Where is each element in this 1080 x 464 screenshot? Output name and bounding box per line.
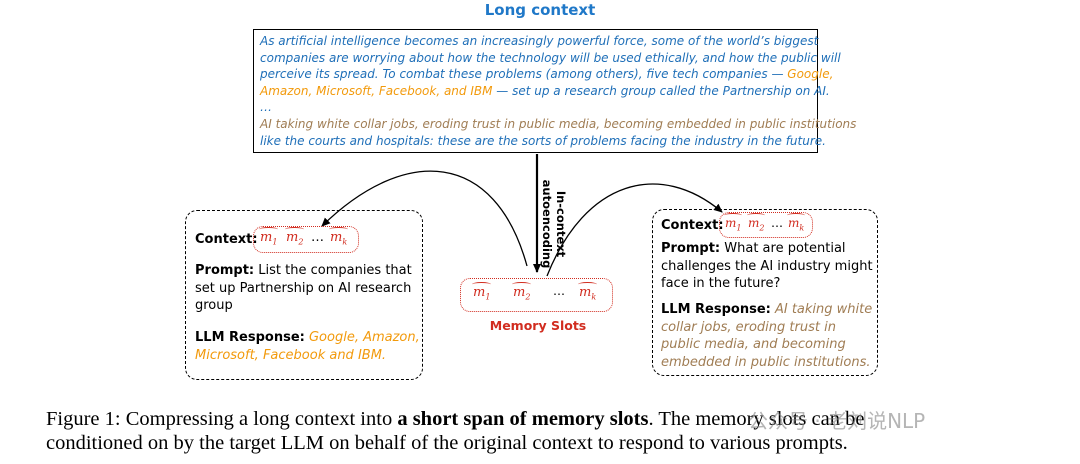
- long-context-box: As artificial intelligence becomes an in…: [253, 29, 856, 153]
- context-text: As artificial intelligence becomes an in…: [260, 34, 819, 48]
- response-text: public media, and becoming: [661, 337, 846, 352]
- left-context-tokens: m1 m2 … mk: [253, 226, 359, 253]
- left-curve-arrow: [321, 170, 528, 267]
- prompt-label: Prompt:: [661, 241, 721, 256]
- prompt-text: group: [195, 298, 233, 313]
- prompt-text: set up Partnership on AI research: [195, 280, 412, 296]
- ctx-token-k: mk: [786, 212, 806, 233]
- autoencoding-label-line2: autoencoding: [540, 179, 554, 269]
- caption-suffix: . The memory slots can be: [648, 408, 865, 430]
- context-text: like the courts and hospitals: these are…: [260, 133, 826, 148]
- ctx-token-2: m2: [746, 212, 767, 233]
- autoencoding-label: In-context autoencoding: [508, 170, 568, 270]
- response-text: Google, Amazon,: [304, 330, 420, 345]
- right-prompt-panel: [652, 209, 878, 376]
- right-context-label: Context:: [661, 218, 724, 233]
- left-context-label: Context:: [195, 232, 258, 247]
- context-line-3: perceive its spread. To combat these pro…: [260, 66, 833, 83]
- prompt-text: List the companies that: [254, 263, 412, 278]
- response-text: AI taking white: [770, 302, 873, 317]
- caption-prefix: Figure 1: Compressing a long context int…: [46, 408, 398, 430]
- memory-slots-pill: m1 m2 … mk: [460, 278, 613, 312]
- right-curve-arrow: [546, 183, 723, 277]
- context-text-highlight: Google,: [787, 67, 834, 82]
- context-line-2: companies are worrying about how the tec…: [260, 50, 841, 67]
- figure-caption: Figure 1: Compressing a long context int…: [46, 407, 1076, 455]
- prompt-label: Prompt:: [195, 263, 255, 278]
- memory-token-k: mk: [577, 282, 598, 302]
- response-label: LLM Response:: [195, 330, 305, 345]
- response-label: LLM Response:: [661, 302, 771, 317]
- ctx-token-1: m1: [723, 212, 744, 233]
- caption-bold: a short span of memory slots: [397, 408, 649, 430]
- autoencoding-label-line1: In-context: [554, 190, 568, 258]
- left-prompt: Prompt: List the companies that set up P…: [195, 262, 412, 315]
- caption-line-2: conditioned on by the target LLM on beha…: [46, 432, 848, 454]
- watermark: 公众号 · 老刘说NLP: [748, 409, 926, 433]
- prompt-text: What are potential: [720, 241, 846, 256]
- memory-ellipsis: …: [553, 284, 565, 298]
- prompt-text: challenges the AI industry might: [661, 258, 873, 274]
- context-line-1: As artificial intelligence becomes an in…: [260, 33, 818, 50]
- context-text: perceive its spread. To combat these pro…: [260, 67, 788, 82]
- left-prompt-panel: [185, 210, 423, 380]
- ctx-token-k: mk: [328, 227, 349, 247]
- ctx-dots: …: [771, 216, 783, 230]
- memory-token-1: m1: [471, 282, 492, 302]
- ctx-dots: …: [311, 230, 324, 245]
- long-context-title: Long context: [484, 1, 596, 19]
- response-text: embedded in public institutions.: [661, 354, 871, 370]
- ctx-token-2: m2: [284, 227, 305, 247]
- memory-slots-label: Memory Slots: [489, 318, 587, 333]
- right-prompt: Prompt: What are potential challenges th…: [661, 240, 873, 293]
- ctx-token-1: m1: [258, 227, 279, 247]
- context-text-highlight: AI taking white collar jobs, eroding tru…: [260, 116, 857, 131]
- response-text: collar jobs, eroding trust in: [661, 319, 836, 335]
- context-line-7: like the courts and hospitals: these are…: [260, 133, 826, 150]
- context-text-highlight: Amazon, Microsoft, Facebook, and IBM: [260, 83, 493, 98]
- left-response: LLM Response: Google, Amazon, Microsoft,…: [195, 329, 420, 364]
- prompt-text: face in the future?: [661, 276, 781, 291]
- context-line-4: Amazon, Microsoft, Facebook, and IBM — s…: [260, 83, 830, 100]
- context-ellipsis: …: [260, 100, 272, 115]
- response-text: Microsoft, Facebook and IBM.: [195, 347, 387, 363]
- context-line-6: AI taking white collar jobs, eroding tru…: [260, 116, 856, 133]
- memory-token-2: m2: [511, 282, 532, 302]
- context-text: — set up a research group called the Par…: [492, 83, 830, 98]
- right-context-tokens: m1 m2 … mk: [719, 212, 813, 238]
- context-text: companies are worrying about how the tec…: [260, 50, 841, 65]
- right-response: LLM Response: AI taking white collar job…: [661, 301, 872, 371]
- context-line-5: …: [260, 99, 811, 116]
